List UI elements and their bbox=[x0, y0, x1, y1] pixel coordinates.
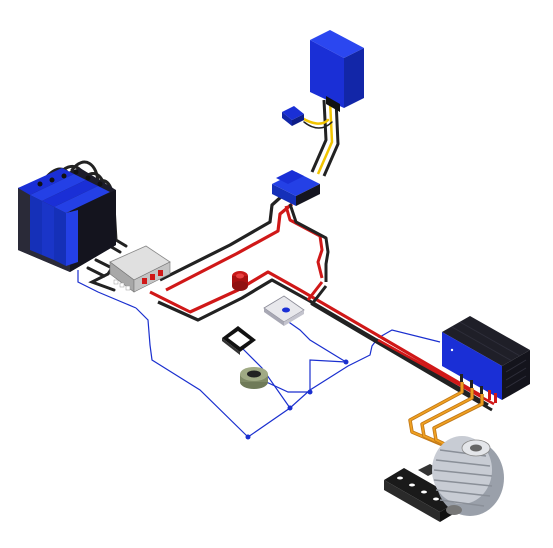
busbar-distribution bbox=[109, 245, 171, 293]
signal-wiring bbox=[77, 270, 441, 438]
inline-fuse bbox=[232, 271, 248, 291]
throttle-knob bbox=[240, 367, 268, 389]
display-screen bbox=[222, 326, 256, 355]
control-switch bbox=[263, 295, 305, 326]
plug-wire bbox=[300, 116, 333, 129]
fuse-box bbox=[310, 30, 364, 112]
electric-motor bbox=[432, 436, 504, 516]
motor-controller bbox=[442, 316, 530, 403]
battery-bank bbox=[18, 168, 116, 272]
power-cables bbox=[149, 99, 495, 412]
power-supply-box bbox=[272, 170, 320, 206]
signal-junctions bbox=[245, 359, 349, 440]
connector-plug bbox=[282, 106, 304, 126]
